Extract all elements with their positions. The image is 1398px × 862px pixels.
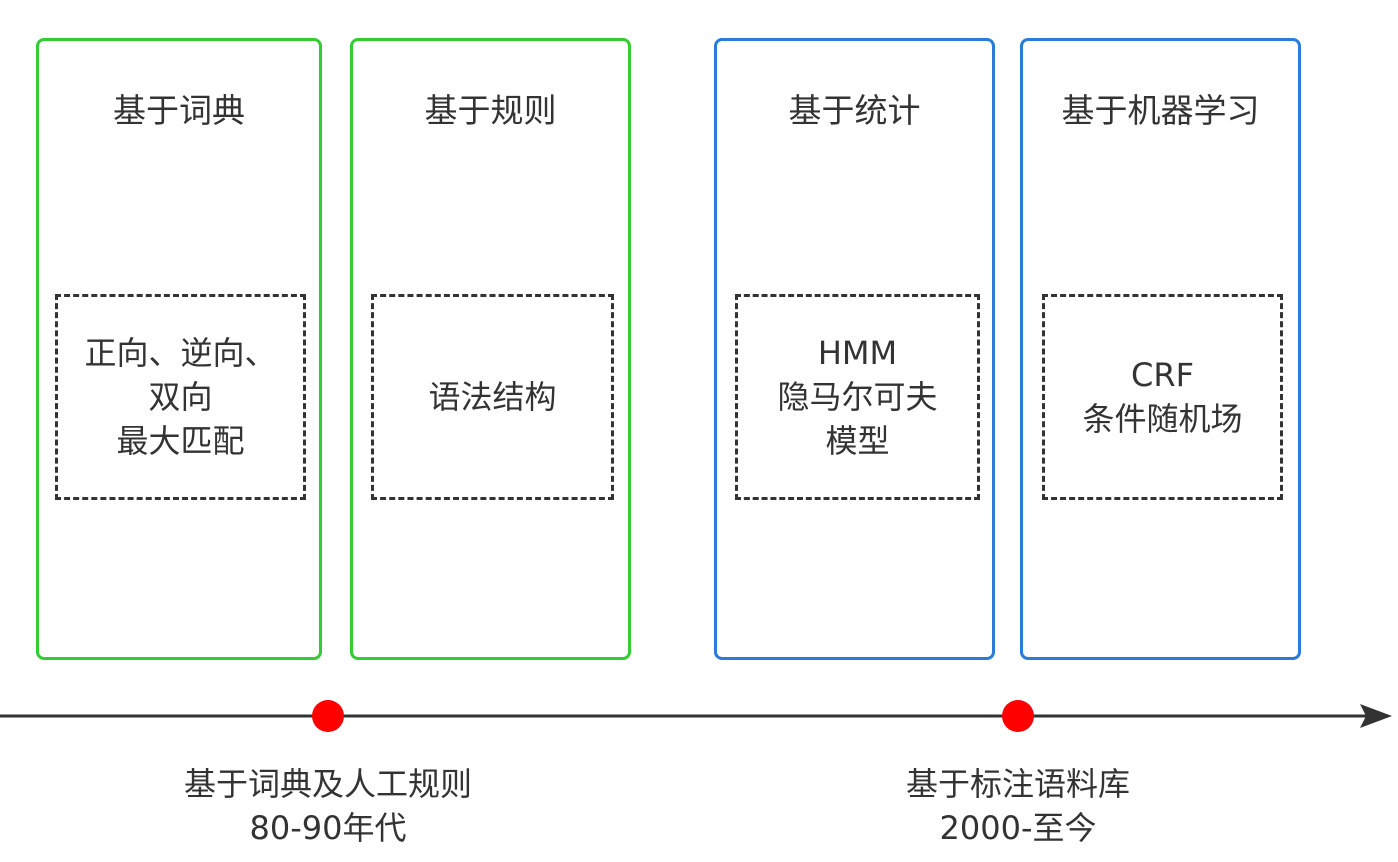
- era-label-modern: 基于标注语料库 2000-至今: [905, 765, 1130, 847]
- method-text: CRF 条件随机场: [1082, 356, 1243, 438]
- panel-machine-learning: 基于机器学习 CRF 条件随机场: [1020, 38, 1301, 660]
- panel-dictionary: 基于词典 正向、逆向、 双向 最大匹配: [36, 38, 322, 660]
- era-label-early: 基于词典及人工规则 80-90年代: [183, 765, 472, 847]
- method-box: 语法结构: [371, 294, 614, 500]
- panel-statistics: 基于统计 HMM 隐马尔可夫 模型: [714, 38, 995, 660]
- panel-title: 基于词典: [113, 91, 245, 130]
- method-text: 语法结构: [428, 378, 557, 416]
- method-box: HMM 隐马尔可夫 模型: [735, 294, 980, 500]
- method-text: 正向、逆向、 双向 最大匹配: [84, 334, 277, 460]
- method-text: HMM 隐马尔可夫 模型: [777, 334, 938, 460]
- era-marker-early: [312, 700, 344, 732]
- timeline-arrowhead: [1360, 704, 1392, 728]
- panel-title: 基于统计: [788, 91, 921, 130]
- method-box: CRF 条件随机场: [1042, 294, 1283, 500]
- panel-rules: 基于规则 语法结构: [350, 38, 631, 660]
- panel-title: 基于机器学习: [1061, 91, 1260, 130]
- panel-title: 基于规则: [424, 91, 557, 130]
- era-marker-modern: [1002, 700, 1034, 732]
- method-box: 正向、逆向、 双向 最大匹配: [55, 294, 306, 500]
